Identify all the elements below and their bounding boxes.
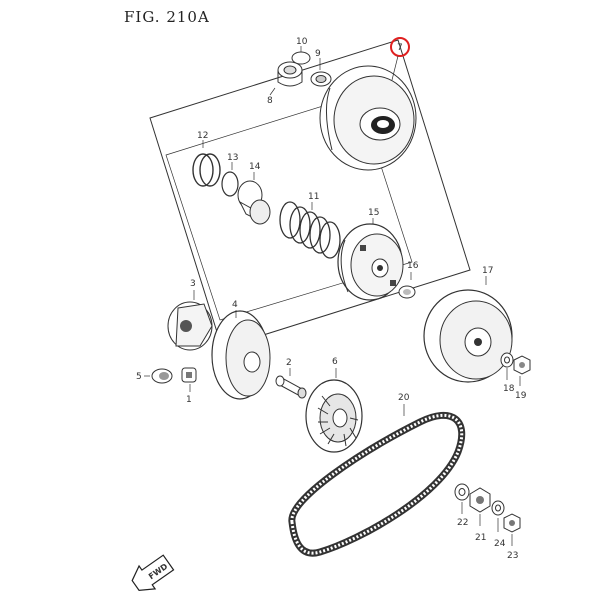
callout-5: 5 xyxy=(136,372,142,382)
part-11-spring[interactable] xyxy=(279,201,341,259)
part-4-movable-face[interactable] xyxy=(211,310,271,400)
part-2-bushing[interactable] xyxy=(275,375,307,399)
callout-1: 1 xyxy=(186,395,192,405)
callout-6: 6 xyxy=(332,357,338,367)
subassembly-outline-box xyxy=(165,94,413,321)
highlight-ring xyxy=(390,37,410,57)
part-23-nut[interactable] xyxy=(503,513,521,533)
callout-3: 3 xyxy=(190,279,196,289)
part-5-roller[interactable] xyxy=(151,368,173,384)
part-13-ring[interactable] xyxy=(221,171,239,197)
part-21-nut[interactable] xyxy=(469,487,491,513)
part-14-sleeve[interactable] xyxy=(237,180,271,225)
part-6-fan-pulley[interactable] xyxy=(305,379,363,453)
callout-16: 16 xyxy=(407,261,419,271)
callout-12: 12 xyxy=(197,131,208,141)
part-15-clutch-shoe[interactable] xyxy=(337,223,404,301)
callout-9: 9 xyxy=(315,49,321,59)
callout-22: 22 xyxy=(457,518,468,528)
callout-21: 21 xyxy=(475,533,486,543)
part-20-drive-belt[interactable] xyxy=(288,411,466,557)
part-9-bearing[interactable] xyxy=(310,71,332,87)
callout-13: 13 xyxy=(227,153,238,163)
callout-15: 15 xyxy=(368,208,379,218)
callout-10: 10 xyxy=(296,37,308,47)
callout-11: 11 xyxy=(308,192,319,202)
part-12-ring[interactable] xyxy=(192,153,221,187)
part-18-washer[interactable] xyxy=(500,352,514,368)
part-17-outer-drum[interactable] xyxy=(423,289,513,383)
assembly-outline-box xyxy=(149,39,471,349)
callout-23: 23 xyxy=(507,551,518,561)
part-24-washer[interactable] xyxy=(491,500,505,516)
callout-4: 4 xyxy=(232,300,238,310)
part-3-ramp-plate[interactable] xyxy=(167,301,213,351)
part-10-seal[interactable] xyxy=(291,51,311,65)
callout-17: 17 xyxy=(482,266,493,276)
callout-14: 14 xyxy=(249,162,261,172)
part-7-clutch-drum[interactable] xyxy=(319,65,417,171)
direction-arrow-icon: FWD xyxy=(131,554,175,592)
part-22-washer[interactable] xyxy=(454,483,470,501)
callout-8: 8 xyxy=(267,96,273,106)
callout-2: 2 xyxy=(286,358,292,368)
part-16-nut[interactable] xyxy=(398,285,416,299)
callout-24: 24 xyxy=(494,539,506,549)
callout-18: 18 xyxy=(503,384,515,394)
callout-7: 7 xyxy=(397,43,403,53)
callout-19: 19 xyxy=(515,391,527,401)
figure-title: FIG. 210A xyxy=(124,8,210,26)
part-1-slider-piece[interactable] xyxy=(181,367,197,383)
part-19-nut[interactable] xyxy=(513,355,531,375)
part-8-bearing[interactable] xyxy=(277,61,303,87)
callout-20: 20 xyxy=(398,393,410,403)
